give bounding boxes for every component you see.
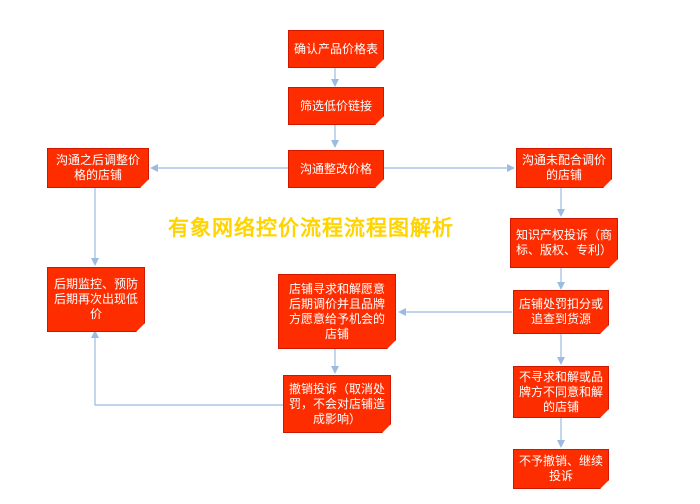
node-withdraw-complaint: 撤销投诉（取消处罚，不会对店铺造成影响） <box>283 375 391 433</box>
node-store-seeks-settlement: 店铺寻求和解愿意后期调价并且品牌方愿意给予机会的店铺 <box>278 274 396 349</box>
node-communicate-price-change: 沟通整改价格 <box>288 150 384 188</box>
node-communicate-price-change-label: 沟通整改价格 <box>299 161 372 176</box>
node-store-penalized: 店铺处罚扣分或追查到货源 <box>513 290 609 334</box>
node-no-settlement-store: 不寻求和解或品牌方不同意和解的店铺 <box>513 366 609 418</box>
node-withdraw-complaint-label: 撤销投诉（取消处罚，不会对店铺造成影响） <box>289 381 386 426</box>
node-store-seeks-settlement-label: 店铺寻求和解愿意后期调价并且品牌方愿意给予机会的店铺 <box>288 281 385 341</box>
node-filter-low-price-links: 筛选低价链接 <box>288 87 384 125</box>
diagram-title: 有象网络控价流程流程图解析 <box>168 216 454 240</box>
node-store-adjusted-after-communication: 沟通之后调整价格的店铺 <box>47 148 149 188</box>
node-ip-complaint: 知识产权投诉（商标、版权、专利） <box>510 218 618 268</box>
node-no-withdraw-continue: 不予撤销、继续投诉 <box>513 449 609 489</box>
arrow-withdraw-to-monitoring <box>91 330 283 406</box>
node-confirm-price-list-label: 确认产品价格表 <box>294 41 379 56</box>
node-no-settlement-store-label: 不寻求和解或品牌方不同意和解的店铺 <box>519 369 604 414</box>
node-store-not-cooperating-label: 沟通未配合调价的店铺 <box>522 153 607 182</box>
node-no-withdraw-continue-label: 不予撤销、继续投诉 <box>519 454 604 483</box>
node-store-adjusted-label: 沟通之后调整价格的店铺 <box>55 153 140 182</box>
node-store-penalized-label: 店铺处罚扣分或追查到货源 <box>519 297 604 326</box>
node-later-monitoring: 后期监控、预防后期再次出现低价 <box>47 267 145 332</box>
node-filter-low-price-links-label: 筛选低价链接 <box>299 98 372 113</box>
node-store-not-cooperating: 沟通未配合调价的店铺 <box>516 148 612 188</box>
node-confirm-price-list: 确认产品价格表 <box>288 30 384 68</box>
node-later-monitoring-label: 后期监控、预防后期再次出现低价 <box>53 277 138 321</box>
node-ip-complaint-label: 知识产权投诉（商标、版权、专利） <box>516 228 613 257</box>
